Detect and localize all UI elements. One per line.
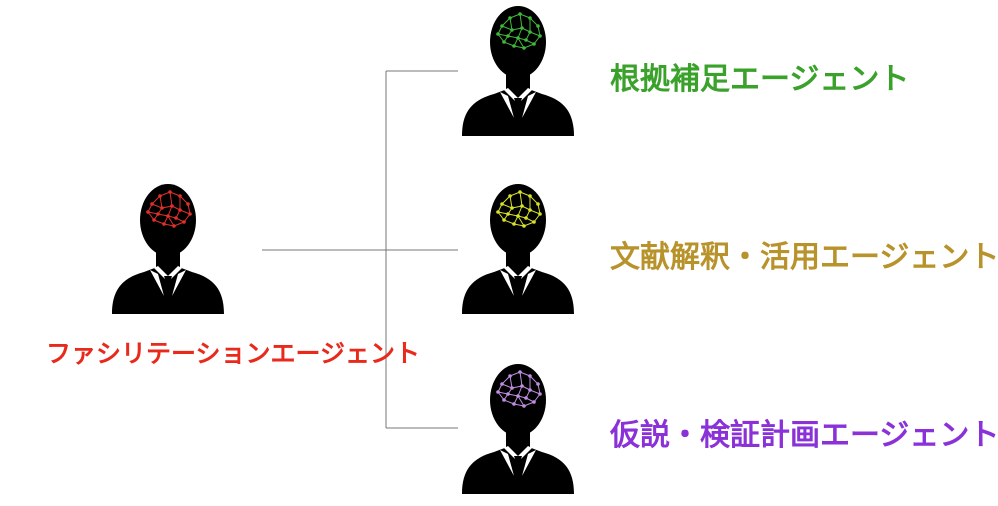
agent-hypothesis	[458, 358, 578, 498]
brain-network-icon	[496, 12, 542, 50]
person-silhouette-icon	[462, 184, 574, 314]
person-silhouette-icon	[462, 364, 574, 494]
agent-evidence-label: 根拠補足エージェント	[610, 62, 910, 97]
agent-literature	[458, 178, 578, 318]
agent-hypothesis-label: 仮説・検証計画エージェント	[610, 418, 998, 453]
facilitator-agent	[108, 178, 228, 318]
brain-network-icon	[496, 370, 542, 408]
facilitator-label: ファシリテーションエージェント	[46, 339, 421, 368]
person-silhouette-icon	[462, 6, 574, 136]
brain-network-icon	[496, 190, 542, 228]
agent-evidence	[458, 0, 578, 140]
agent-literature-label: 文献解釈・活用エージェント	[610, 240, 998, 275]
person-silhouette-icon	[112, 184, 224, 314]
brain-network-icon	[146, 190, 192, 228]
